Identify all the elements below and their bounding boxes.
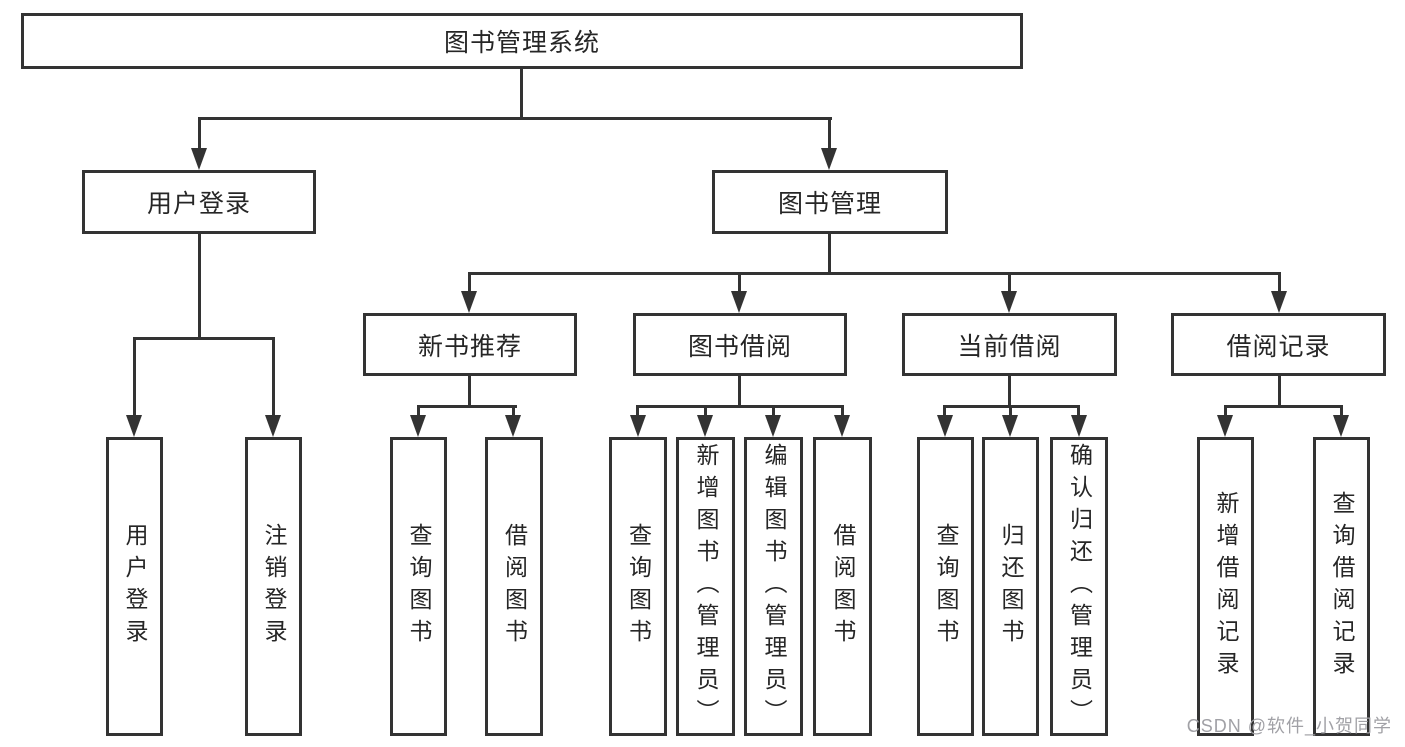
connector-line [704, 405, 707, 417]
node-new-book-recommend-label: 新书推荐 [417, 332, 522, 361]
node-user-login: 用户登录 [82, 170, 316, 234]
arrowhead-down-icon [1333, 415, 1349, 437]
connector-line [417, 405, 517, 408]
arrowhead-down-icon [461, 291, 477, 313]
csdn-watermark: CSDN @软件_小贺同学 [1186, 716, 1392, 736]
arrowhead-down-icon [1271, 291, 1287, 313]
connector-line [468, 376, 471, 407]
connector-line [828, 234, 831, 275]
connector-line [738, 272, 741, 293]
connector-line [1008, 272, 1011, 293]
leaf-return-books: 归还图书 [982, 437, 1039, 736]
arrowhead-down-icon [410, 415, 426, 437]
leaf-query-borrow-record: 查询借阅记录 [1313, 437, 1370, 736]
arrowhead-down-icon [1002, 415, 1018, 437]
connector-line [417, 405, 420, 417]
leaf-borrow-books-newrec: 借阅图书 [485, 437, 543, 736]
node-borrowing-records: 借阅记录 [1171, 313, 1386, 376]
connector-line [1224, 405, 1227, 417]
leaf-logout-login: 注销登录 [245, 437, 302, 736]
connector-line [841, 405, 844, 417]
connector-line [943, 405, 946, 417]
connector-line [1077, 405, 1080, 417]
connector-line [198, 117, 832, 120]
connector-line [1224, 405, 1343, 408]
leaf-query-books-newrec: 查询图书 [390, 437, 447, 736]
arrowhead-down-icon [265, 415, 281, 437]
node-root-library-management-system: 图书管理系统 [21, 13, 1023, 69]
node-book-management-label: 图书管理 [777, 190, 882, 218]
arrowhead-down-icon [1071, 415, 1087, 437]
arrowhead-down-icon [1217, 415, 1233, 437]
connector-line [133, 337, 275, 340]
arrowhead-down-icon [834, 415, 850, 437]
node-user-login-label: 用户登录 [146, 190, 251, 218]
arrowhead-down-icon [505, 415, 521, 437]
connector-line [828, 117, 831, 150]
leaf-edit-books-admin: 编辑图书（管理员） [744, 437, 803, 736]
connector-line [636, 405, 844, 408]
node-current-borrowing-label: 当前借阅 [957, 332, 1062, 361]
arrowhead-down-icon [191, 148, 207, 170]
arrowhead-down-icon [937, 415, 953, 437]
connector-line [1340, 405, 1343, 417]
connector-line [1278, 376, 1281, 407]
connector-line [1008, 376, 1011, 407]
connector-line [772, 405, 775, 417]
connector-line [1009, 405, 1012, 417]
connector-line [738, 376, 741, 407]
connector-line [636, 405, 639, 417]
connector-line [133, 337, 136, 417]
arrowhead-down-icon [630, 415, 646, 437]
connector-line [520, 69, 523, 119]
connector-line [512, 405, 515, 417]
node-book-borrowing-label: 图书借阅 [687, 332, 792, 361]
node-root-label: 图书管理系统 [443, 29, 600, 57]
leaf-confirm-return-admin: 确认归还（管理员） [1050, 437, 1108, 736]
connector-line [1278, 272, 1281, 293]
node-current-borrowing: 当前借阅 [902, 313, 1117, 376]
connector-line [272, 337, 275, 417]
arrowhead-down-icon [731, 291, 747, 313]
node-book-management: 图书管理 [712, 170, 948, 234]
connector-line [468, 272, 1281, 275]
connector-line [198, 117, 201, 150]
leaf-query-books-borrow: 查询图书 [609, 437, 667, 736]
leaf-query-books-current: 查询图书 [917, 437, 974, 736]
node-borrowing-records-label: 借阅记录 [1226, 332, 1331, 361]
arrowhead-down-icon [1001, 291, 1017, 313]
leaf-add-books-admin: 新增图书（管理员） [676, 437, 735, 736]
arrowhead-down-icon [765, 415, 781, 437]
arrowhead-down-icon [126, 415, 142, 437]
leaf-borrow-books-borrow: 借阅图书 [813, 437, 872, 736]
node-book-borrowing: 图书借阅 [633, 313, 847, 376]
leaf-add-borrow-record: 新增借阅记录 [1197, 437, 1254, 736]
arrowhead-down-icon [697, 415, 713, 437]
leaf-user-login: 用户登录 [106, 437, 163, 736]
node-new-book-recommend: 新书推荐 [363, 313, 577, 376]
connector-line [198, 234, 201, 340]
arrowhead-down-icon [821, 148, 837, 170]
connector-line [468, 272, 471, 293]
